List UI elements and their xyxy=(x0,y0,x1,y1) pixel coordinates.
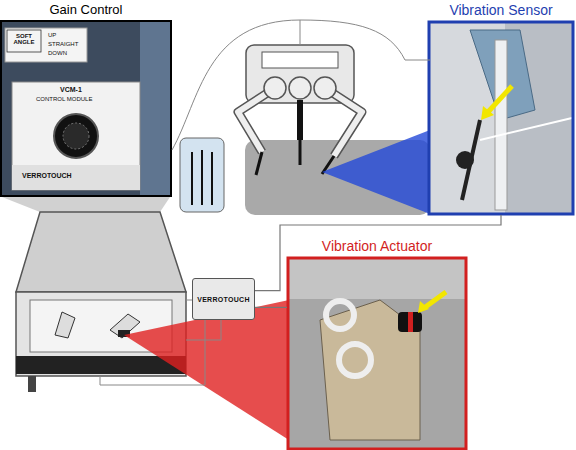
robot-instruments xyxy=(256,140,334,175)
console-hood xyxy=(16,212,186,292)
yellow-arrow xyxy=(424,292,446,308)
console-foot xyxy=(28,376,36,392)
photo-inset: Vibration Sensor xyxy=(428,0,574,215)
inset-title: Vibration Actuator xyxy=(287,236,467,256)
gain-knob xyxy=(54,114,98,158)
yellow-arrow xyxy=(488,86,512,112)
instruments xyxy=(192,150,212,205)
cable xyxy=(480,118,572,140)
gimbal-ring xyxy=(339,344,371,376)
signal-wire xyxy=(255,307,287,308)
module-plate xyxy=(12,165,140,190)
photo-strip xyxy=(140,22,170,195)
sensor-photo xyxy=(430,23,572,213)
hand-controller xyxy=(55,312,75,338)
switch-box xyxy=(7,30,41,52)
signal-wire xyxy=(255,215,501,291)
sensor-wedge xyxy=(322,130,430,214)
coil-band xyxy=(408,312,413,332)
inset-title: Gain Control xyxy=(0,0,172,20)
actuator-wedge xyxy=(124,300,289,440)
switch-label xyxy=(5,28,87,62)
photo-text: CONTROL MODULE xyxy=(36,96,92,102)
wires xyxy=(100,20,430,385)
tower-panel xyxy=(262,52,338,68)
photo-bg xyxy=(289,259,465,299)
photo-inset: Vibration Actuator xyxy=(287,236,467,450)
gimbal-ring xyxy=(326,301,354,329)
instrument-tray xyxy=(180,138,224,212)
device-label: VERROTOUCH xyxy=(197,296,250,303)
control-box: VERROTOUCH xyxy=(192,278,255,320)
photo-text: UP xyxy=(48,32,56,38)
voice-coil xyxy=(398,312,422,332)
instrument-shaft xyxy=(495,40,507,210)
photo-text: STRAIGHT xyxy=(48,41,78,47)
actuator-photo xyxy=(289,259,465,449)
sensor-frame xyxy=(429,22,573,214)
gain-photo xyxy=(1,21,171,196)
console-footbar xyxy=(16,356,186,374)
photo-text: VCM-1 xyxy=(60,86,82,93)
inset-title: Vibration Sensor xyxy=(428,0,574,20)
arm-joints xyxy=(264,77,336,99)
photo-text: SOFT ANGLE xyxy=(8,33,40,46)
photo-text: DOWN xyxy=(48,50,67,56)
arrow-head xyxy=(481,106,494,120)
zoom-wedge xyxy=(2,197,170,212)
actuator-frame xyxy=(288,258,466,449)
knob-ring xyxy=(63,123,89,149)
arrow-head xyxy=(418,301,429,313)
sensor-mount xyxy=(456,151,474,169)
camera-arm xyxy=(297,100,303,140)
control-module xyxy=(12,82,140,190)
photo-text: VERROTOUCH xyxy=(22,172,72,179)
